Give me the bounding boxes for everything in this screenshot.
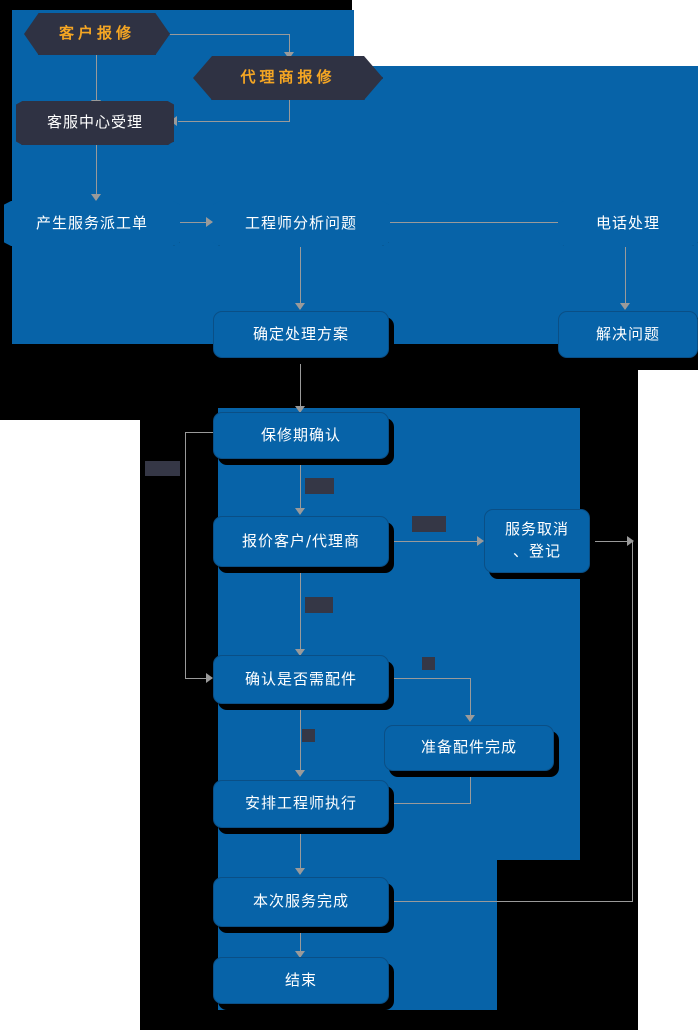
edge-arrow-n1-n2 bbox=[284, 52, 294, 59]
edge-line-n9-n10 bbox=[300, 459, 301, 514]
edge-arrow-n9-feedback bbox=[206, 673, 213, 683]
edge-line-n12-n13-h bbox=[390, 678, 470, 679]
node-parts-preparation-complete[interactable]: 准备配件完成 bbox=[384, 725, 554, 771]
edge-line-n13-n14-v bbox=[470, 771, 471, 803]
node-label: 准备配件完成 bbox=[420, 738, 517, 757]
node-label: 服务取消 、登记 bbox=[504, 520, 569, 560]
node-service-cancellation-registration[interactable]: 服务取消 、登记 bbox=[484, 509, 590, 573]
node-customer-repair-request[interactable]: 客户报修 bbox=[24, 13, 170, 55]
node-label: 客户报修 bbox=[58, 24, 135, 43]
node-label: 工程师分析问题 bbox=[244, 213, 357, 232]
node-label: 代理商报修 bbox=[240, 68, 336, 87]
edge-arrow-n5-n7 bbox=[295, 303, 305, 310]
background-region-black-bottom-left bbox=[140, 725, 218, 1030]
node-label: 电话处理 bbox=[595, 213, 660, 232]
node-label: 本次服务完成 bbox=[252, 892, 349, 911]
edge-line-n9-feedback-h-bottom bbox=[185, 678, 211, 679]
edge-arrow-n7-n9 bbox=[295, 406, 305, 413]
node-service-completed[interactable]: 本次服务完成 bbox=[213, 877, 389, 927]
edge-line-n10-n12 bbox=[300, 567, 301, 655]
node-schedule-engineer-execution[interactable]: 安排工程师执行 bbox=[213, 780, 389, 828]
node-end[interactable]: 结束 bbox=[213, 957, 389, 1004]
node-agent-repair-request[interactable]: 代理商报修 bbox=[193, 56, 383, 100]
edge-line-n9-feedback-v bbox=[185, 432, 186, 678]
edge-line-n2-n3-v bbox=[289, 100, 290, 121]
edge-arrow-n11-exit bbox=[627, 536, 634, 546]
node-generate-service-dispatch-order[interactable]: 产生服务派工单 bbox=[4, 201, 180, 246]
background-region-black-left-gutter bbox=[140, 400, 218, 730]
node-label: 报价客户/代理商 bbox=[241, 531, 361, 550]
edge-line-n7-n9 bbox=[300, 358, 301, 412]
edge-line-n14-n15 bbox=[300, 828, 301, 874]
edge-line-n5-n6 bbox=[390, 222, 558, 223]
node-label: 确认是否需配件 bbox=[244, 669, 357, 688]
node-label: 解决问题 bbox=[595, 324, 660, 343]
edge-arrow-n14-n15 bbox=[295, 868, 305, 875]
edge-line-n2-n3-h bbox=[178, 121, 290, 122]
edge-arrow-n15-n16 bbox=[295, 951, 305, 958]
node-label: 客服中心受理 bbox=[46, 113, 143, 132]
node-warranty-period-confirmation[interactable]: 保修期确认 bbox=[213, 412, 389, 459]
edge-arrow-n4-n5 bbox=[206, 217, 213, 227]
node-phone-handling[interactable]: 电话处理 bbox=[558, 201, 698, 246]
node-label: 产生服务派工单 bbox=[35, 213, 148, 232]
node-label: 确定处理方案 bbox=[252, 324, 349, 343]
edge-line-n11-exit bbox=[590, 541, 632, 542]
edge-label-redacted-5 bbox=[422, 657, 435, 670]
edge-arrow-n10-n11 bbox=[477, 536, 484, 546]
edge-label-redacted-6 bbox=[302, 729, 315, 742]
edge-line-n5-n7 bbox=[300, 247, 301, 309]
edge-arrow-n6-n8 bbox=[620, 303, 630, 310]
edge-line-n10-n11 bbox=[390, 541, 482, 542]
edge-line-n12-n13-v bbox=[470, 678, 471, 720]
edge-arrow-n12-n13 bbox=[465, 715, 475, 722]
edge-label-redacted-2 bbox=[305, 478, 334, 494]
node-resolve-problem[interactable]: 解决问题 bbox=[558, 311, 698, 358]
edge-line-n15-n16 bbox=[300, 927, 301, 957]
edge-line-n6-n8 bbox=[625, 247, 626, 309]
edge-line-n4-n5 bbox=[180, 222, 212, 223]
edge-label-redacted-4 bbox=[305, 597, 333, 613]
edge-line-n9-feedback-h-top bbox=[185, 432, 215, 433]
edge-line-n3-n4 bbox=[96, 145, 97, 200]
edge-arrow-n9-n10 bbox=[295, 508, 305, 515]
node-confirm-parts-needed[interactable]: 确认是否需配件 bbox=[213, 655, 389, 704]
node-engineer-analyze-problem[interactable]: 工程师分析问题 bbox=[213, 201, 389, 246]
edge-line-n1-n2-h bbox=[168, 34, 290, 35]
edge-label-redacted-3 bbox=[412, 516, 446, 532]
node-label: 保修期确认 bbox=[260, 425, 341, 444]
node-service-center-acceptance[interactable]: 客服中心受理 bbox=[16, 101, 174, 145]
edge-line-n1-n2-v bbox=[289, 34, 290, 58]
node-label: 结束 bbox=[284, 970, 317, 989]
edge-line-n1-n3 bbox=[96, 55, 97, 107]
edge-arrow-n3-n4 bbox=[91, 194, 101, 201]
edge-label-redacted-1 bbox=[145, 461, 180, 476]
edge-arrow-n10-n12 bbox=[295, 649, 305, 656]
edge-line-n15-riser-v bbox=[632, 541, 633, 902]
node-label: 安排工程师执行 bbox=[244, 794, 357, 813]
background-region-black-right-gutter bbox=[580, 360, 638, 1030]
edge-line-n13-n14-h bbox=[390, 803, 471, 804]
node-determine-solution[interactable]: 确定处理方案 bbox=[213, 311, 389, 358]
edge-line-n12-n14 bbox=[300, 704, 301, 776]
edge-arrow-n12-n14 bbox=[295, 770, 305, 777]
background-region-black-notch bbox=[0, 360, 150, 420]
node-quote-customer-or-agent[interactable]: 报价客户/代理商 bbox=[213, 516, 389, 567]
edge-line-n15-riser-h bbox=[390, 901, 632, 902]
